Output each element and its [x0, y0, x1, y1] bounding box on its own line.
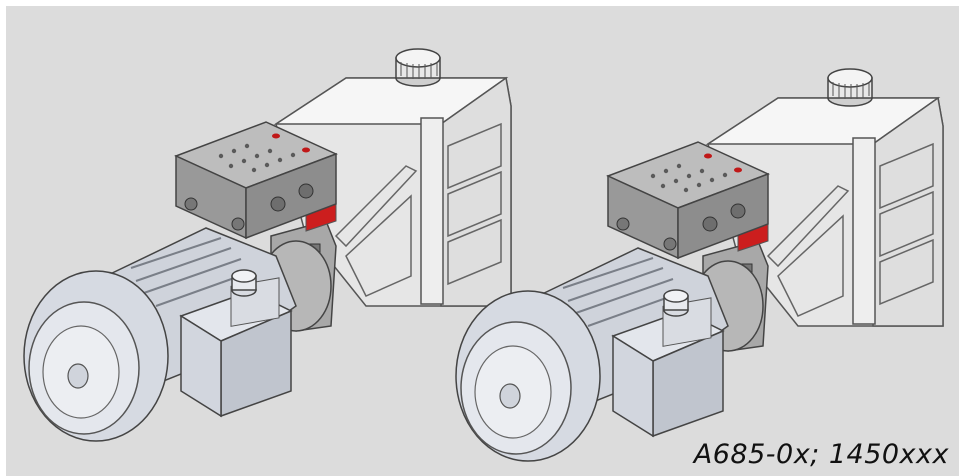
power-pack-unit-right — [455, 68, 944, 462]
power-packs-illustration — [23, 48, 944, 462]
part-number-caption: A685-0x; 1450xxx — [693, 439, 949, 470]
power-pack-unit-left — [23, 48, 512, 442]
figure-frame: A685-0x; 1450xxx — [6, 6, 959, 476]
